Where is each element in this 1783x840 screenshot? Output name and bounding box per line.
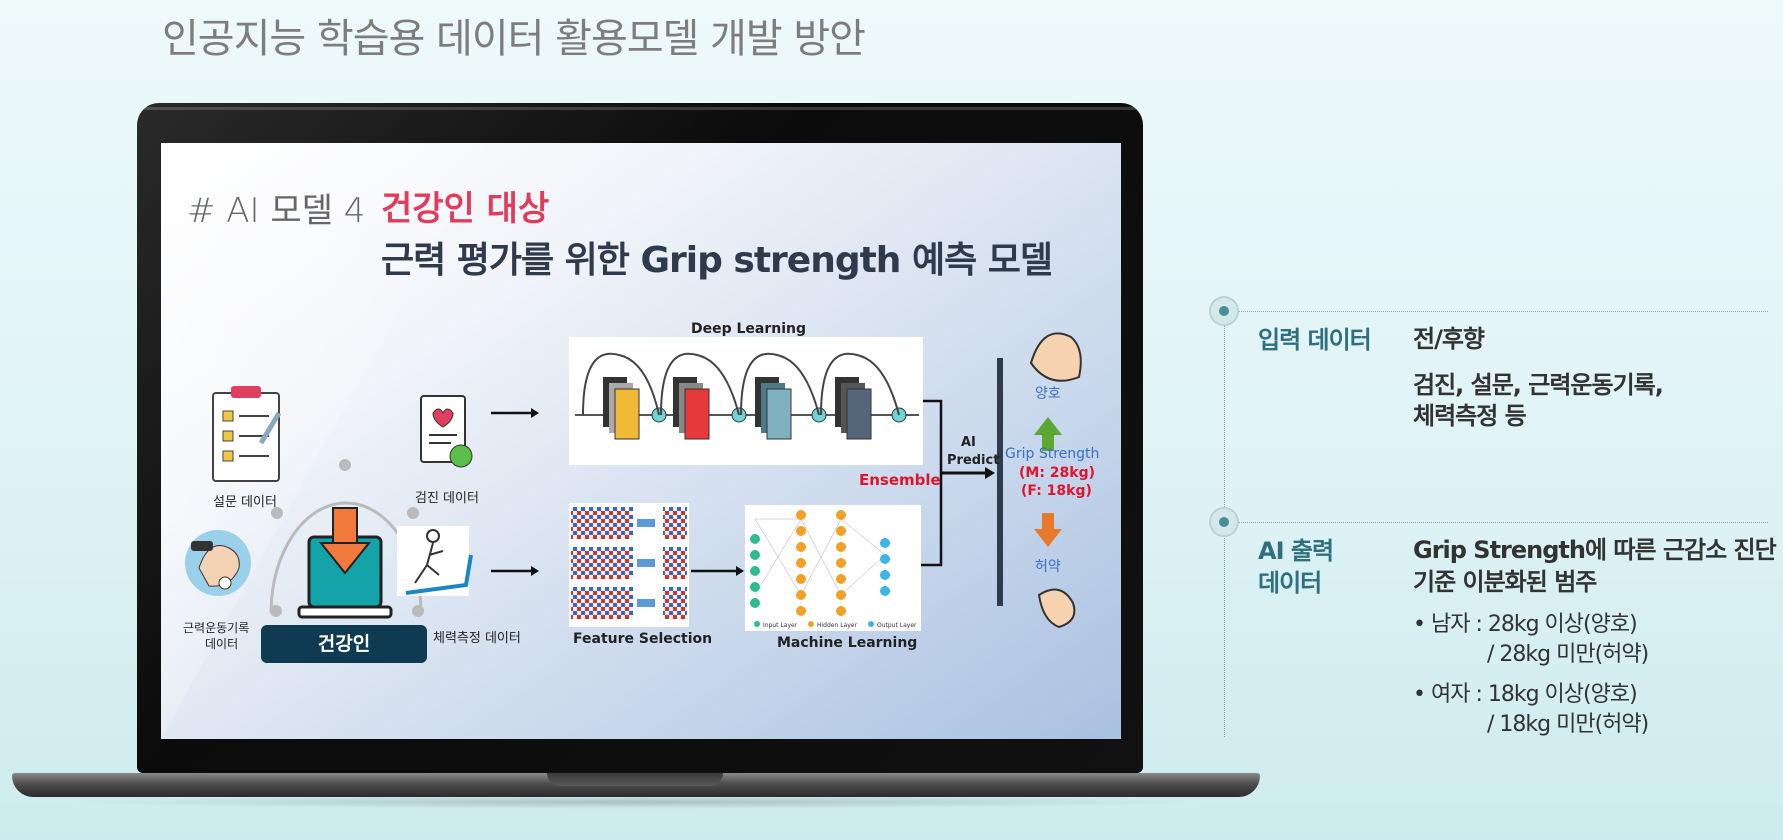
machine-learning-panel: Input Layer Hidden Layer Output Layer bbox=[745, 505, 921, 631]
feature-selection-label: Feature Selection bbox=[573, 631, 713, 647]
ai-predict-label-1: AI bbox=[961, 435, 976, 450]
input-data-line-3: 체력측정 등 bbox=[1413, 402, 1527, 430]
output-divider bbox=[1238, 522, 1768, 523]
health-checkup-icon bbox=[420, 395, 473, 468]
male-criteria-line-1: • 남자 : 28kg 이상(양호) bbox=[1413, 612, 1638, 637]
cnn-blocks-diagram bbox=[575, 352, 919, 440]
page-title: 인공지능 학습용 데이터 활용모델 개발 방안 bbox=[162, 16, 866, 62]
output-data-heading-1: AI 출력 bbox=[1258, 537, 1334, 565]
output-data-line-1: Grip Strength에 따른 근감소 진단 bbox=[1413, 536, 1777, 564]
down-arrow-icon bbox=[1034, 513, 1062, 547]
ensemble-label: Ensemble bbox=[859, 471, 941, 489]
laptop-screen: # AI 모델 4 건강인 대상 근력 평가를 위한 Grip strength… bbox=[161, 143, 1121, 739]
weak-label: 허약 bbox=[1035, 559, 1061, 575]
slide-title-target: 건강인 대상 bbox=[381, 189, 550, 229]
laptop-shadow bbox=[60, 795, 1210, 809]
laptop-notch bbox=[547, 773, 723, 786]
up-arrow-icon bbox=[1034, 417, 1062, 451]
diagram-graphics bbox=[185, 332, 1082, 629]
good-label: 양호 bbox=[1035, 386, 1061, 402]
arm-exercise-icon bbox=[185, 530, 251, 596]
svg-text:Output Layer: Output Layer bbox=[877, 622, 917, 629]
input-divider bbox=[1238, 311, 1768, 312]
survey-data-label: 설문 데이터 bbox=[213, 495, 277, 510]
healthy-person-badge: 건강인 bbox=[261, 625, 427, 663]
female-threshold-label: (F: 18kg) bbox=[1021, 483, 1092, 499]
svg-text:Hidden Layer: Hidden Layer bbox=[817, 622, 857, 629]
male-criteria-line-2: / 28kg 미만(허약) bbox=[1487, 642, 1649, 667]
feature-heatmap bbox=[571, 507, 687, 619]
ai-predict-label-2: Predict bbox=[947, 453, 1000, 468]
machine-learning-label: Machine Learning bbox=[777, 635, 918, 651]
input-data-line-1: 전/후향 bbox=[1413, 325, 1485, 353]
slide-title: 근력 평가를 위한 Grip strength 예측 모델 bbox=[381, 240, 1053, 281]
checkup-data-label: 검진 데이터 bbox=[415, 491, 479, 506]
male-threshold-label: (M: 28kg) bbox=[1019, 465, 1096, 481]
strong-muscle-icon bbox=[1029, 332, 1082, 382]
download-laptop-icon bbox=[297, 507, 393, 619]
input-data-heading: 입력 데이터 bbox=[1258, 326, 1372, 354]
output-marker-icon bbox=[1209, 507, 1239, 537]
input-data-line-2: 검진, 설문, 근력운동기록, bbox=[1413, 371, 1664, 399]
feature-selection-panel bbox=[569, 503, 689, 627]
exercise-data-label-2: 데이터 bbox=[205, 637, 239, 651]
clipboard-icon bbox=[212, 386, 282, 482]
fitness-data-label: 체력측정 데이터 bbox=[433, 631, 521, 646]
deep-learning-panel bbox=[569, 337, 923, 465]
exercise-data-label-1: 근력운동기록 bbox=[183, 621, 250, 635]
female-criteria-line-2: / 18kg 미만(허약) bbox=[1487, 712, 1649, 737]
female-criteria-line-1: • 여자 : 18kg 이상(양호) bbox=[1413, 682, 1638, 707]
neural-network-diagram: Input Layer Hidden Layer Output Layer bbox=[750, 510, 917, 629]
input-marker-icon bbox=[1209, 296, 1239, 326]
output-data-heading-2: 데이터 bbox=[1258, 569, 1322, 597]
treadmill-runner-icon bbox=[397, 526, 473, 596]
svg-text:Input Layer: Input Layer bbox=[763, 622, 798, 629]
grip-strength-label: Grip Strength bbox=[1005, 446, 1100, 462]
deep-learning-label: Deep Learning bbox=[691, 321, 807, 337]
weak-muscle-icon bbox=[1037, 588, 1076, 629]
slide-tag: # AI 모델 4 bbox=[187, 191, 366, 231]
output-data-line-2: 기준 이분화된 범주 bbox=[1413, 568, 1597, 596]
